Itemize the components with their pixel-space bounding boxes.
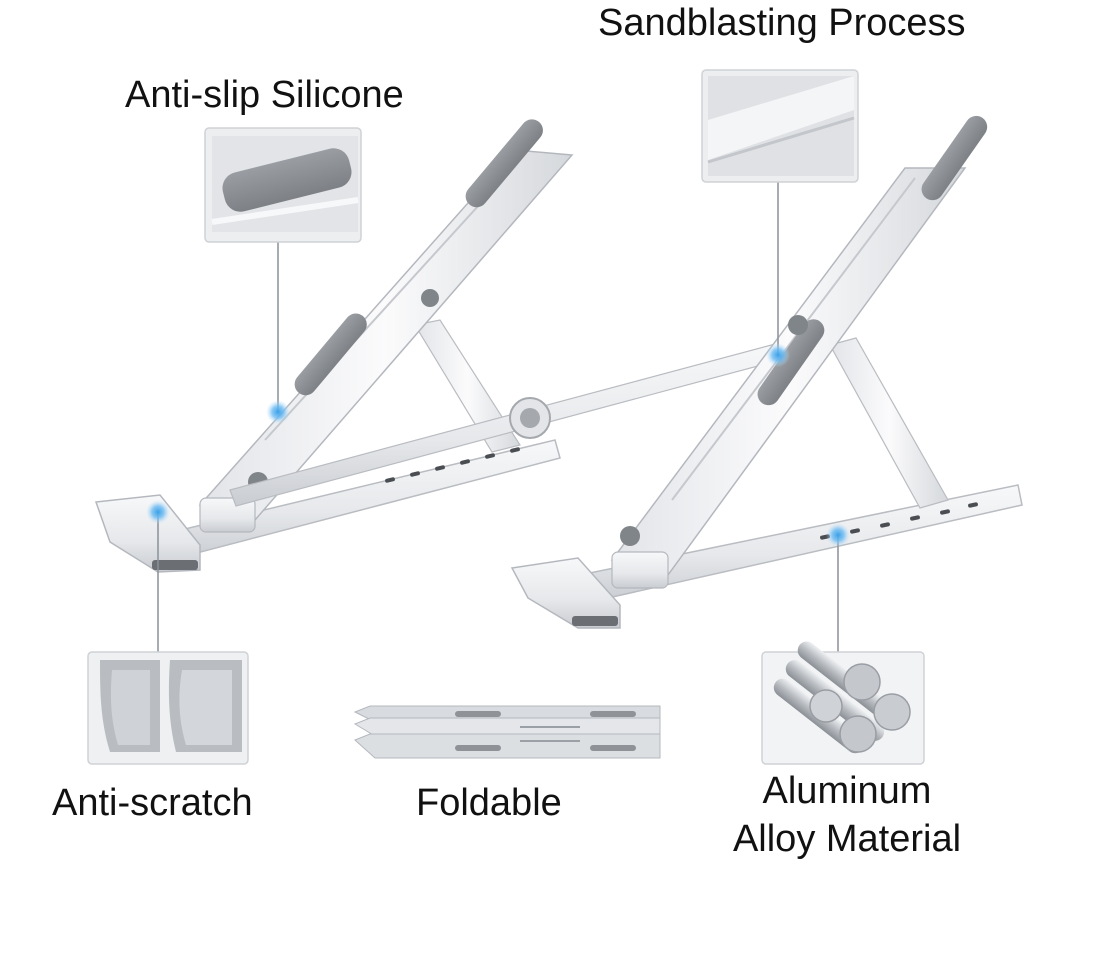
metal-rods-icon — [761, 641, 925, 765]
left-rail-holes — [385, 447, 520, 483]
curved-foot-icon — [87, 651, 249, 765]
right-arm-pad-bottom — [757, 319, 825, 406]
left-arm-pad-top — [465, 119, 543, 208]
label-alloy-material: Alloy Material — [732, 818, 962, 860]
right-hinge-upper — [788, 315, 808, 335]
right-front-foot — [510, 557, 621, 629]
right-support-strut — [829, 337, 949, 509]
left-arm-pad-bottom — [294, 313, 367, 396]
left-foot-pad — [152, 560, 198, 570]
label-anti-scratch: Anti-scratch — [52, 782, 253, 824]
label-anti-slip-silicone: Anti-slip Silicone — [125, 74, 404, 116]
callout-dots — [146, 343, 850, 547]
label-foldable: Foldable — [416, 782, 562, 824]
callout-dot-anti-slip — [266, 400, 290, 424]
label-sandblasting-process: Sandblasting Process — [598, 2, 966, 44]
right-stand — [510, 115, 1023, 629]
brushed-surface-icon — [701, 69, 859, 183]
folded-stand-icon — [353, 705, 661, 759]
left-stand — [94, 119, 574, 573]
left-front-foot — [94, 494, 201, 573]
right-arm-pad-top — [921, 115, 988, 201]
callout-dot-sandblasting — [766, 343, 790, 367]
callout-leaders — [157, 182, 839, 652]
callout-dot-anti-scratch — [146, 500, 170, 524]
label-aluminum: Aluminum — [762, 770, 932, 812]
left-hinge-upper — [421, 289, 439, 307]
right-hinge-lower — [620, 526, 640, 546]
silicone-pad-icon — [204, 127, 362, 243]
right-foot-pad — [572, 616, 618, 626]
callout-dot-aluminum — [826, 523, 850, 547]
